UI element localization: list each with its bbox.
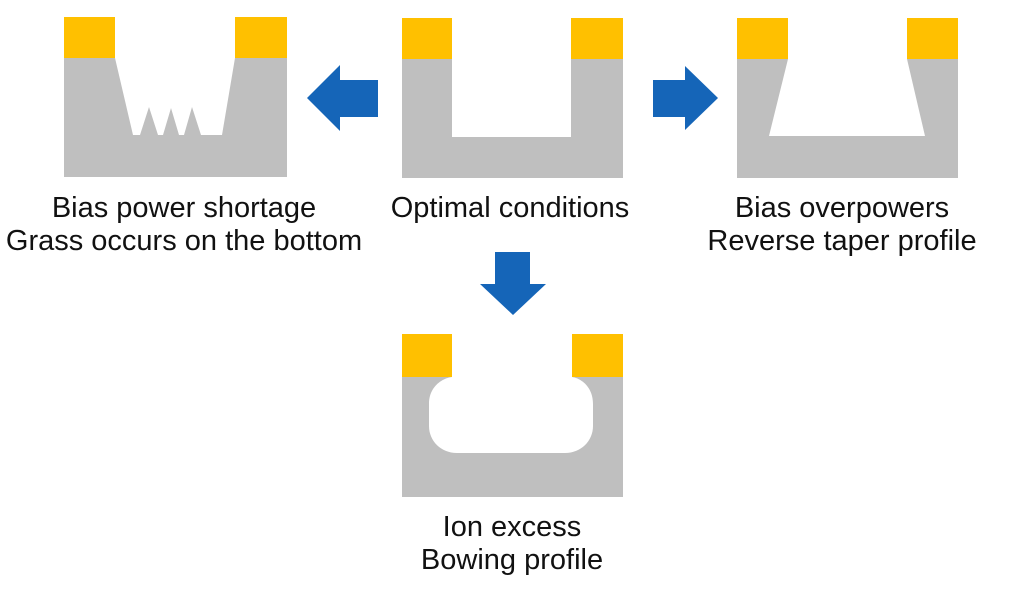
caption-reverse-taper-line2: Reverse taper profile xyxy=(707,225,977,257)
caption-bowing-line1: Ion excess xyxy=(442,511,582,543)
mask-left xyxy=(64,17,115,58)
caption-optimal: Optimal conditions xyxy=(391,192,630,225)
arrow-down-icon xyxy=(480,252,546,315)
mask-right xyxy=(907,18,958,59)
arrow-left-icon xyxy=(307,65,378,131)
arrow-right-icon xyxy=(653,66,718,130)
caption-reverse-taper: Bias overpowers Reverse taper profile xyxy=(707,192,976,258)
mask-left xyxy=(402,18,452,59)
grass-substrate xyxy=(64,58,287,177)
caption-grass-line1: Bias power shortage xyxy=(51,192,317,224)
optimal-substrate xyxy=(402,59,623,178)
reverse-taper-profile-diagram xyxy=(737,18,958,178)
caption-bowing: Ion excess Bowing profile xyxy=(421,511,603,577)
bowing-substrate xyxy=(402,377,623,497)
mask-right xyxy=(572,334,623,377)
mask-right xyxy=(235,17,287,58)
caption-bowing-line2: Bowing profile xyxy=(420,544,604,576)
grass-profile-diagram xyxy=(64,17,287,177)
mask-left xyxy=(737,18,788,59)
reverse-taper-substrate xyxy=(737,59,958,178)
mask-left xyxy=(402,334,452,377)
optimal-profile-diagram xyxy=(402,18,623,178)
caption-grass: Bias power shortage Grass occurs on the … xyxy=(6,192,362,258)
mask-right xyxy=(571,18,623,59)
caption-grass-line2: Grass occurs on the bottom xyxy=(5,225,363,257)
bowing-profile-diagram xyxy=(402,334,623,497)
caption-reverse-taper-line1: Bias overpowers xyxy=(734,192,950,224)
caption-optimal-line1: Optimal conditions xyxy=(390,192,630,224)
